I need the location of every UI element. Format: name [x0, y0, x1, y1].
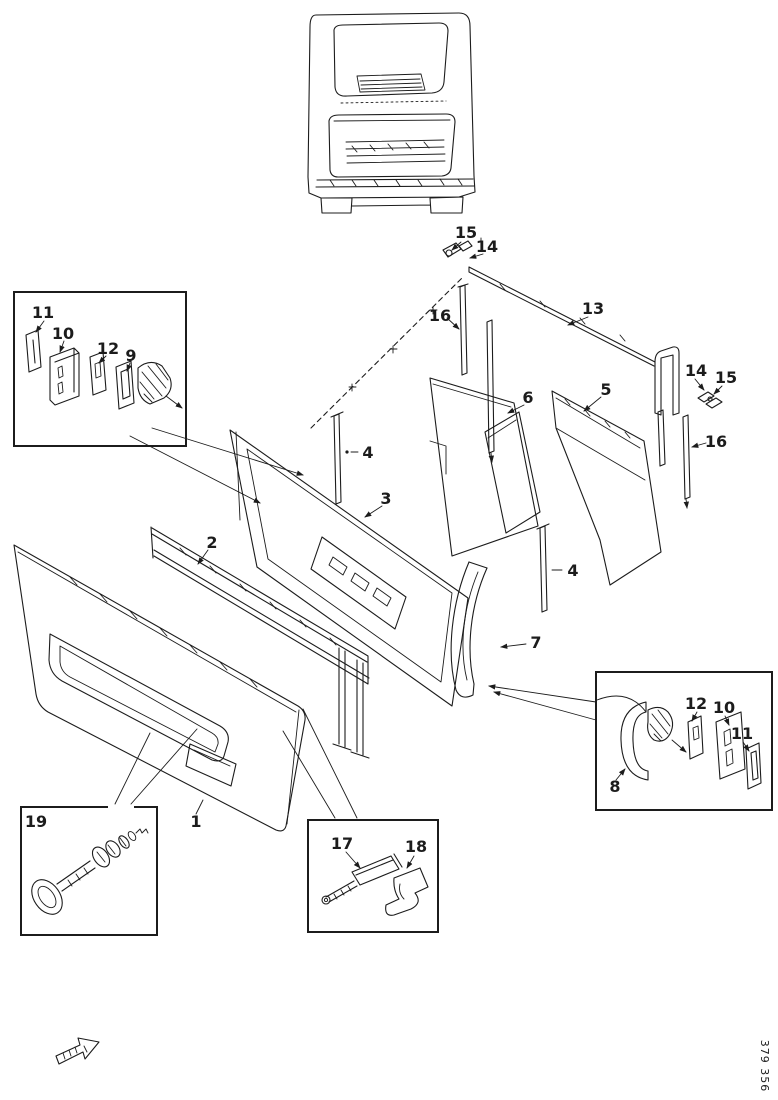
callout-10-right: 10	[713, 698, 735, 717]
part-4-strap-right	[536, 523, 563, 613]
part-1-front-grille-panel	[13, 544, 306, 832]
inset-box-right	[488, 671, 773, 811]
callout-leaders	[35, 241, 750, 869]
part-3-inner-frame	[229, 429, 469, 707]
truck-front-view	[307, 12, 476, 214]
right-rail-and-straps	[654, 346, 723, 509]
callout-12-right: 12	[685, 694, 707, 713]
callout-19: 19	[25, 812, 47, 831]
inset-box-lock-key	[20, 728, 198, 936]
part-13-rod	[468, 266, 656, 367]
callout-11-left: 11	[32, 303, 54, 322]
direction-arrow-icon	[55, 1037, 100, 1065]
part-6-panel	[429, 377, 539, 557]
part-5-panel	[551, 390, 662, 586]
callout-6: 6	[522, 388, 533, 407]
callout-17: 17	[331, 834, 353, 853]
callout-2: 2	[206, 533, 217, 552]
callout-5: 5	[600, 380, 611, 399]
alignment-dashed-line	[310, 275, 465, 429]
callout-14-right: 14	[685, 361, 707, 380]
callout-18: 18	[405, 837, 427, 856]
callout-12-left: 12	[97, 339, 119, 358]
part-4-strap-left	[330, 411, 359, 505]
part-16-straps-left	[457, 283, 495, 463]
callout-4-left: 4	[362, 443, 373, 462]
part-6-middle-panel	[484, 411, 541, 534]
callout-15-right: 15	[715, 368, 737, 387]
callout-15-top: 15	[455, 223, 477, 242]
callout-3: 3	[380, 489, 391, 508]
inset-box-latch	[282, 708, 439, 933]
callout-7: 7	[530, 633, 541, 652]
callout-1: 1	[190, 812, 201, 831]
figure-number: 379 356	[758, 1040, 771, 1093]
callout-10-left: 10	[52, 324, 74, 343]
callout-16-left: 16	[429, 306, 451, 325]
callout-16-right: 16	[705, 432, 727, 451]
callout-labels: 15 14 16 13 14 15 16 11 10 12 9 4 3 6 5 …	[25, 223, 753, 856]
callout-9: 9	[125, 346, 136, 365]
part-7-channel	[450, 561, 488, 698]
part-2-slat-rails	[150, 526, 370, 759]
inset-box-top-left	[13, 291, 304, 504]
callout-13: 13	[582, 299, 604, 318]
callout-14-top: 14	[476, 237, 498, 256]
callout-4-right: 4	[567, 561, 578, 580]
callout-8: 8	[609, 777, 620, 796]
callout-11-right: 11	[731, 724, 753, 743]
